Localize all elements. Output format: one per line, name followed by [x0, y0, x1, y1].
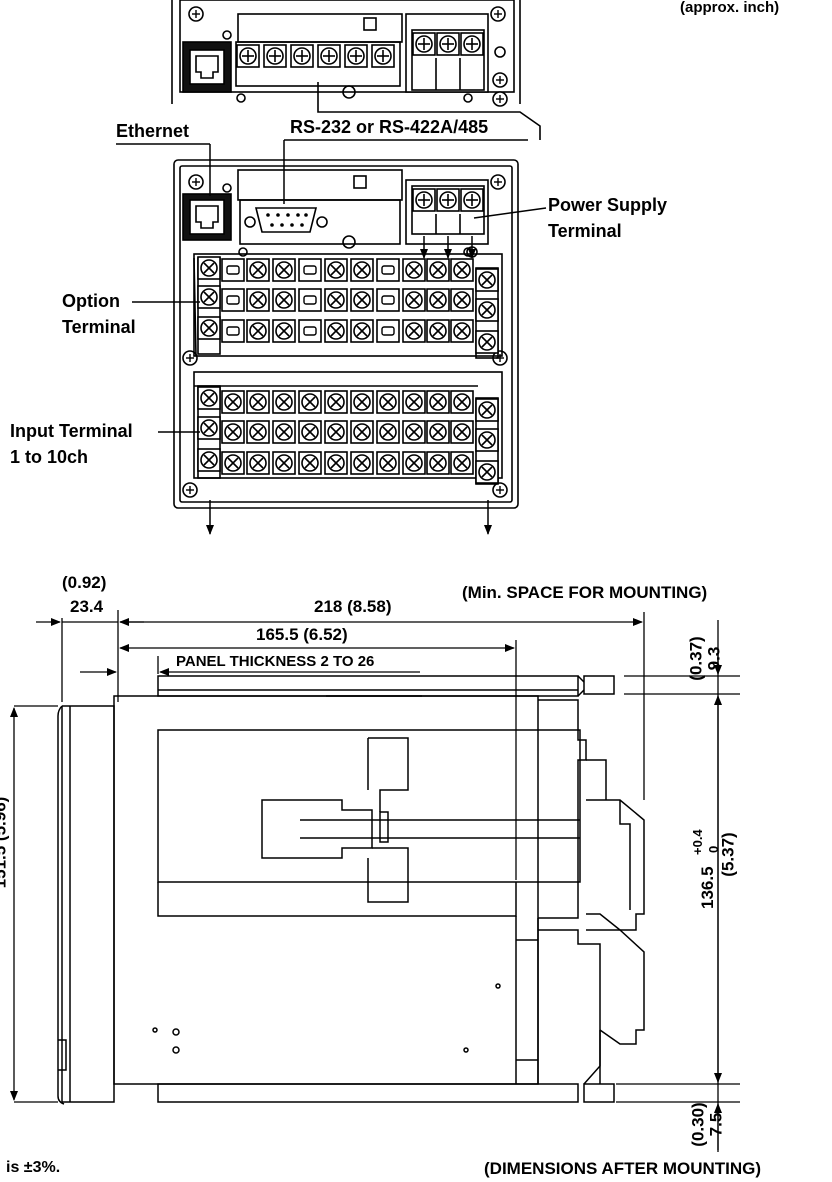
panel-thickness-label: PANEL THICKNESS 2 TO 26 [176, 653, 375, 670]
dim-left-height: 151.5 (5.96) [0, 796, 10, 889]
ethernet-label: Ethernet [116, 121, 190, 141]
side-view [57, 675, 645, 1105]
input-terminal-label-1: Input Terminal [10, 421, 133, 441]
input-terminal-screws [197, 386, 499, 484]
dim-bottom-inch: (0.30) [688, 1102, 708, 1147]
dim-top-inch: (0.37) [686, 636, 706, 681]
option-terminal-label-2: Terminal [62, 317, 136, 337]
top-rear-view [171, 0, 541, 140]
dim-panel-depth: 165.5 (6.52) [256, 625, 348, 644]
dim-height-mm: 136.5 [698, 866, 717, 909]
input-terminal-label-2: 1 to 10ch [10, 447, 89, 467]
serial-label: RS-232 or RS-422A/485 [290, 117, 489, 137]
dim-height-tol-plus: +0.4 [690, 829, 705, 855]
after-mounting-label: (DIMENSIONS AFTER MOUNTING) [484, 1159, 762, 1178]
dim-front-inch: (0.92) [62, 573, 107, 592]
dimension-lines [10, 610, 740, 1152]
dim-bottom-mm: 7.5 [706, 1112, 726, 1137]
power-supply-label-2: Terminal [548, 221, 622, 241]
dim-total-depth: 218 (8.58) [314, 597, 392, 616]
rear-leaders [116, 139, 547, 535]
option-terminal-screws [197, 256, 499, 354]
units-note: (approx. inch) [680, 0, 780, 16]
option-terminal-label-1: Option [62, 291, 120, 311]
tolerance-note: is ±3%. [6, 1159, 61, 1176]
dim-height-inch: (5.37) [718, 832, 738, 877]
rear-panel [173, 159, 519, 509]
power-supply-label-1: Power Supply [548, 195, 668, 215]
dim-front-mm: 23.4 [70, 597, 104, 616]
dim-top-mm: 9.3 [704, 646, 724, 671]
min-space-label: (Min. SPACE FOR MOUNTING) [462, 583, 708, 602]
dim-height-group: 136.5 +0.4 0 [690, 789, 721, 909]
